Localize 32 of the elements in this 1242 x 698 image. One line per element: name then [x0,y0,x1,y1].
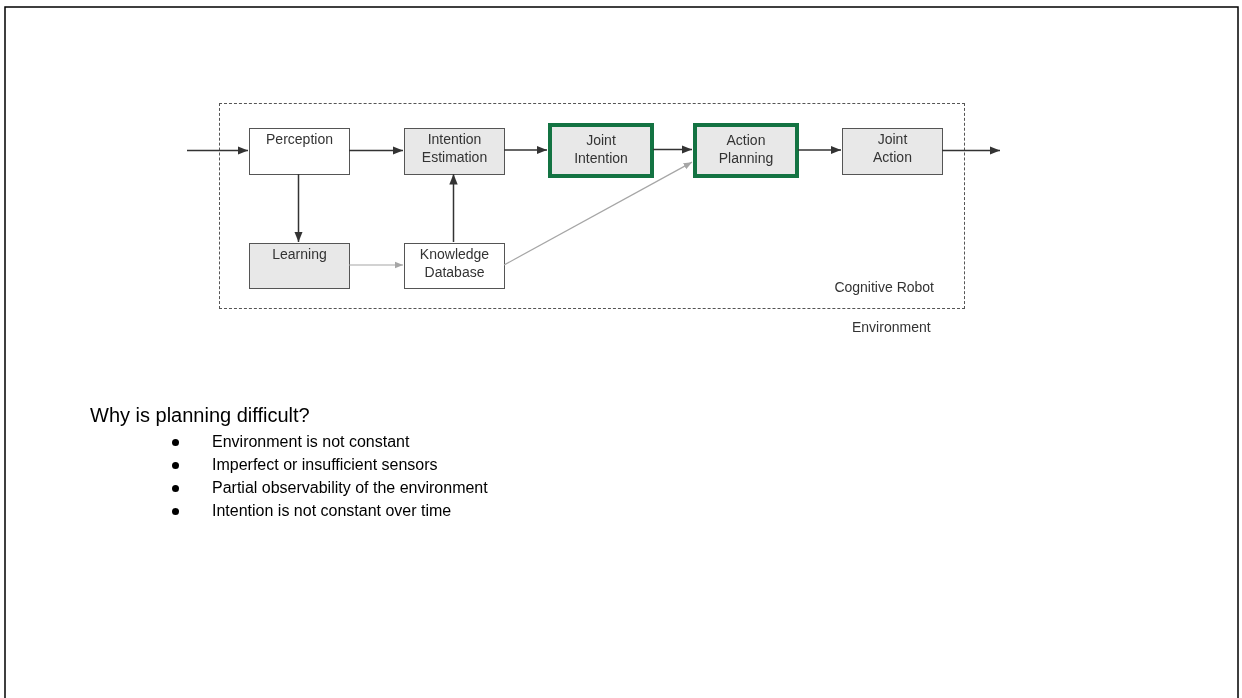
bullet-item: Partial observability of the environment [212,478,488,498]
box-label: Learning [272,245,327,263]
arrow [503,161,693,266]
bullet-item: Environment is not constant [212,432,410,452]
bullet-item: Imperfect or insufficient sensors [212,455,438,475]
arrow [186,146,249,155]
process-box [404,243,505,289]
process-box [249,243,350,289]
box-label: Action Planning [717,131,775,167]
box-label: Perception [266,130,333,148]
arrow [294,173,303,243]
process-box [548,123,654,178]
process-box [693,123,799,178]
caption-text: Environment [852,318,931,336]
process-box [404,128,505,175]
process-box [249,128,350,175]
process-box [842,128,943,175]
box-label: Knowledge Database [418,245,491,281]
box-label: Joint Action [872,130,913,166]
arrow [797,145,842,155]
arrow [449,173,458,243]
arrow [652,145,693,154]
group-title: Cognitive Robot [834,278,934,296]
arrow [348,146,404,155]
bullet-item: Intention is not constant over time [212,501,452,521]
arrow [348,261,404,269]
group-frame [219,103,965,309]
arrow [941,146,1001,155]
heading: Why is planning difficult? [90,403,310,427]
arrow [503,145,548,155]
box-label: Joint Intention [573,131,629,167]
box-label: Intention Estimation [420,130,489,166]
